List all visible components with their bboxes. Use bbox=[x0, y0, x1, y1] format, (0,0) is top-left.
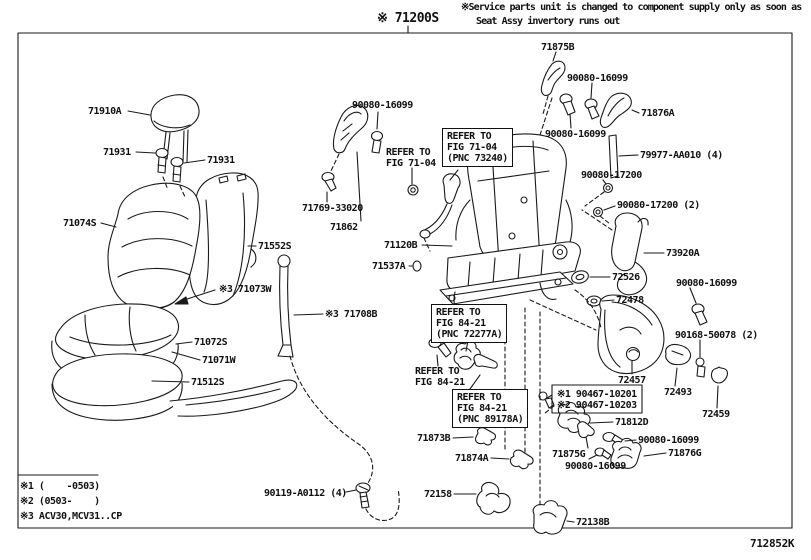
headrest-support-bolts-art bbox=[155, 147, 184, 183]
service-note-line-2: Seat Assy invertory runs out bbox=[476, 16, 620, 27]
part-label-90080-16099: 90080-16099 bbox=[676, 278, 737, 289]
cap-72459-art bbox=[710, 366, 728, 384]
part-label-71874a: 71874A bbox=[455, 453, 489, 464]
part-label-71812d: 71812D bbox=[615, 417, 649, 428]
clip-71873b-art bbox=[475, 427, 496, 446]
part-label-71120b: 71120B bbox=[384, 240, 418, 251]
part-label-1-90467-10201: ※1 90467-10201 bbox=[557, 389, 637, 400]
bracket-71875b-art bbox=[540, 60, 566, 96]
nut-17200-art bbox=[602, 182, 614, 194]
footnote-2: ※2 (0503- ) bbox=[20, 496, 100, 507]
part-label-72457: 72457 bbox=[618, 375, 646, 386]
part-label-72158: 72158 bbox=[424, 489, 452, 500]
part-label-71875b: 71875B bbox=[541, 42, 575, 53]
part-label-71873b: 71873B bbox=[417, 433, 451, 444]
bolt-art-top bbox=[584, 98, 600, 120]
strip-79977-art bbox=[608, 134, 619, 179]
part-label-90080-16099: 90080-16099 bbox=[567, 73, 628, 84]
part-label-2-90467-10203: ※2 90467-10203 bbox=[557, 400, 637, 411]
part-label-71875g: 71875G bbox=[552, 449, 586, 460]
part-label-72138b: 72138B bbox=[576, 517, 610, 528]
belt-strap-art bbox=[277, 254, 294, 358]
airbag-art bbox=[611, 212, 649, 296]
diagram-border bbox=[17, 32, 793, 529]
part-label-refer-to-fig-84-21: REFER TO FIG 84-21 bbox=[415, 366, 465, 388]
nut-art-1 bbox=[407, 184, 419, 196]
bolt-art-5 bbox=[594, 447, 612, 460]
part-label-71769-33020: 71769-33020 bbox=[302, 203, 363, 214]
bolt-art-3 bbox=[691, 303, 708, 326]
part-label-71862: 71862 bbox=[330, 222, 358, 233]
part-label-71876a: 71876A bbox=[641, 108, 675, 119]
bracket-71875g-art bbox=[577, 421, 595, 439]
striker-art bbox=[473, 353, 498, 369]
washer-72526-art bbox=[571, 270, 589, 284]
part-label-71931: 71931 bbox=[103, 147, 131, 158]
part-label-90080-16099: 90080-16099 bbox=[545, 129, 606, 140]
clip-71874a-art bbox=[509, 449, 534, 470]
part-label-3-71073w: ※3 71073W bbox=[219, 284, 272, 295]
part-label-refer-to-fig-71-04: REFER TO FIG 71-04 bbox=[386, 147, 436, 169]
assembly-number-label: ※ 71200S bbox=[377, 11, 439, 26]
knob-72457-art bbox=[625, 346, 641, 362]
service-note-line-1: ※Service parts unit is changed to compon… bbox=[461, 2, 802, 13]
screw-90168-art bbox=[695, 357, 706, 378]
part-label-72459: 72459 bbox=[702, 409, 730, 420]
part-label-72478: 72478 bbox=[616, 295, 644, 306]
part-label-71074s: 71074S bbox=[63, 218, 97, 229]
diagram-code: 712852K bbox=[750, 537, 795, 550]
part-label-refer-to-fig-84-21-pnc-72277a: REFER TO FIG 84-21 (PNC 72277A) bbox=[431, 304, 508, 343]
seat-pan-art bbox=[51, 353, 298, 421]
footnote-1: ※1 ( -0503) bbox=[20, 481, 100, 492]
headrest-art bbox=[150, 94, 200, 163]
handle-72493-art bbox=[665, 343, 692, 366]
dashed-guides bbox=[162, 95, 613, 521]
part-label-71552s: 71552S bbox=[258, 241, 292, 252]
bracket-71876g-art bbox=[610, 437, 642, 469]
part-label-90080-16099: 90080-16099 bbox=[638, 435, 699, 446]
grommet-72478-art bbox=[586, 295, 602, 307]
part-label-72493: 72493 bbox=[664, 387, 692, 398]
part-label-90080-16099: 90080-16099 bbox=[352, 100, 413, 111]
part-label-71071w: 71071W bbox=[202, 355, 236, 366]
nut-17200-2-art bbox=[592, 206, 604, 218]
part-label-71876g: 71876G bbox=[668, 448, 702, 459]
cover-72138b-art bbox=[532, 500, 568, 535]
part-label-90080-17200-2: 90080-17200 (2) bbox=[617, 200, 700, 211]
cover-72158-art bbox=[476, 481, 511, 515]
bracket-71876a-art bbox=[599, 92, 632, 128]
belt-guide-art bbox=[321, 104, 384, 192]
part-label-refer-to-fig-71-04-pnc-73240: REFER TO FIG 71-04 (PNC 73240) bbox=[442, 128, 513, 167]
part-label-90080-17200: 90080-17200 bbox=[581, 170, 642, 181]
ring-71537a-art bbox=[412, 260, 422, 272]
part-label-71512s: 71512S bbox=[191, 377, 225, 388]
part-label-73920a: 73920A bbox=[666, 248, 700, 259]
part-label-refer-to-fig-84-21-pnc-89178a: REFER TO FIG 84-21 (PNC 89178A) bbox=[452, 389, 529, 428]
footnote-3: ※3 ACV30,MCV31..CP bbox=[20, 511, 122, 522]
callout-box-90467 bbox=[551, 384, 643, 414]
part-label-71072s: 71072S bbox=[194, 337, 228, 348]
part-label-71537a: 71537A bbox=[372, 261, 406, 272]
arrow-71073w bbox=[174, 289, 216, 305]
part-label-79977-aa010-4: 79977-AA010 (4) bbox=[640, 150, 723, 161]
bolt-art-2 bbox=[559, 93, 576, 116]
side-shield-art bbox=[597, 294, 665, 375]
seat-frame-art bbox=[439, 133, 581, 315]
part-label-71910a: 71910A bbox=[88, 106, 122, 117]
screw-90119-art bbox=[355, 482, 371, 509]
part-label-90119-a0112-4: 90119-A0112 (4) bbox=[264, 488, 347, 499]
belt-buckle-art bbox=[419, 173, 461, 239]
part-label-3-71708b: ※3 71708B bbox=[325, 309, 378, 320]
part-label-90080-16099: 90080-16099 bbox=[565, 461, 626, 472]
part-label-71931: 71931 bbox=[207, 155, 235, 166]
part-label-90168-50078-2: 90168-50078 (2) bbox=[675, 330, 758, 341]
leader-lines bbox=[100, 51, 719, 523]
part-label-72526: 72526 bbox=[612, 272, 640, 283]
seatback-cushion-art bbox=[107, 182, 201, 311]
